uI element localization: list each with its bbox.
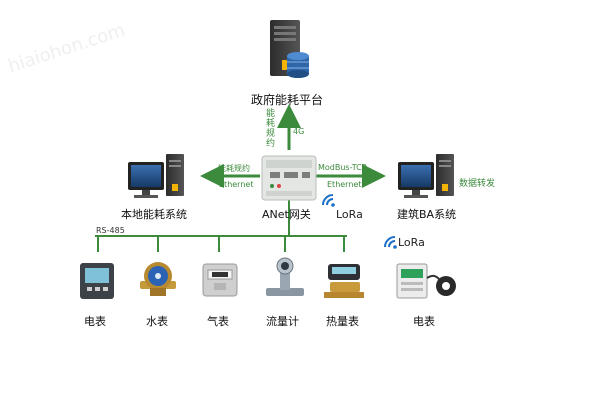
meter-lora-label: LoRa (398, 236, 425, 249)
left-network-label: Ethernet (219, 180, 254, 189)
lora-wireless-icon-meter (384, 236, 397, 249)
database-icon (287, 52, 309, 78)
uplink-network-label: 4G (293, 127, 305, 136)
local-system-label: 本地能耗系统 (121, 208, 187, 221)
device-label-flow-meter: 流量计 (266, 315, 299, 328)
gateway-icon (261, 155, 317, 201)
device-label-gas-meter: 气表 (207, 315, 229, 328)
right-data-label: 数据转发 (459, 179, 496, 189)
connection-lines (95, 104, 386, 252)
right-protocol-label: ModBus-TCP (318, 163, 367, 172)
computer-icon-local (128, 154, 184, 198)
flow-meter-icon (266, 257, 304, 296)
water-meter-icon (140, 262, 176, 296)
power-meter-icon (80, 263, 114, 299)
gov-platform-label: 政府能耗平台 (251, 93, 324, 107)
wireless-power-meter-icon (396, 263, 456, 299)
device-label-wireless-meter: 电表 (413, 315, 435, 328)
right-network-label: Ethernet (327, 180, 362, 189)
device-label-water-meter: 水表 (146, 315, 168, 328)
gateway-label: ANet网关 (262, 208, 311, 221)
rs485-label: RS-485 (96, 226, 125, 235)
heat-meter-icon (324, 264, 364, 298)
device-label-power-meter: 电表 (84, 315, 106, 328)
gas-meter-icon (202, 263, 238, 297)
gateway-lora-label: LoRa (336, 208, 363, 221)
uplink-protocol-label: 能耗规约 (264, 108, 274, 148)
left-protocol-label: 能耗规约 (218, 164, 250, 173)
ba-system-label: 建筑BA系统 (397, 208, 457, 221)
device-label-heat-meter: 热量表 (326, 315, 359, 328)
lora-wireless-icon-gateway (322, 194, 335, 207)
computer-icon-ba (398, 154, 454, 198)
